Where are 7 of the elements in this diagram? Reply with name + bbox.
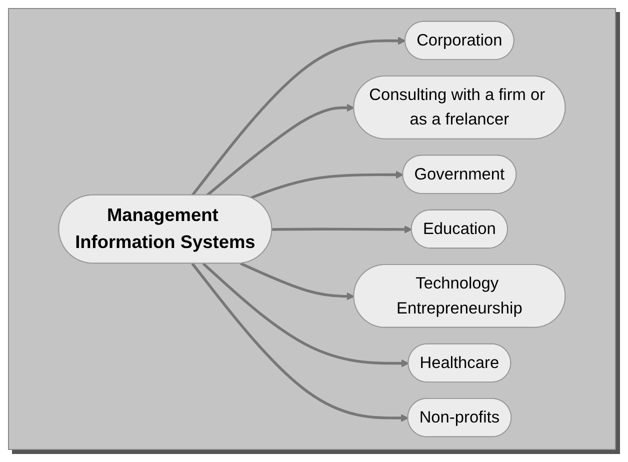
arrow [206,104,354,196]
arrow [202,262,409,368]
arrow [191,36,406,196]
arrow [250,170,404,200]
arrow [240,262,354,300]
arrow [272,225,412,234]
arrow [191,262,409,422]
